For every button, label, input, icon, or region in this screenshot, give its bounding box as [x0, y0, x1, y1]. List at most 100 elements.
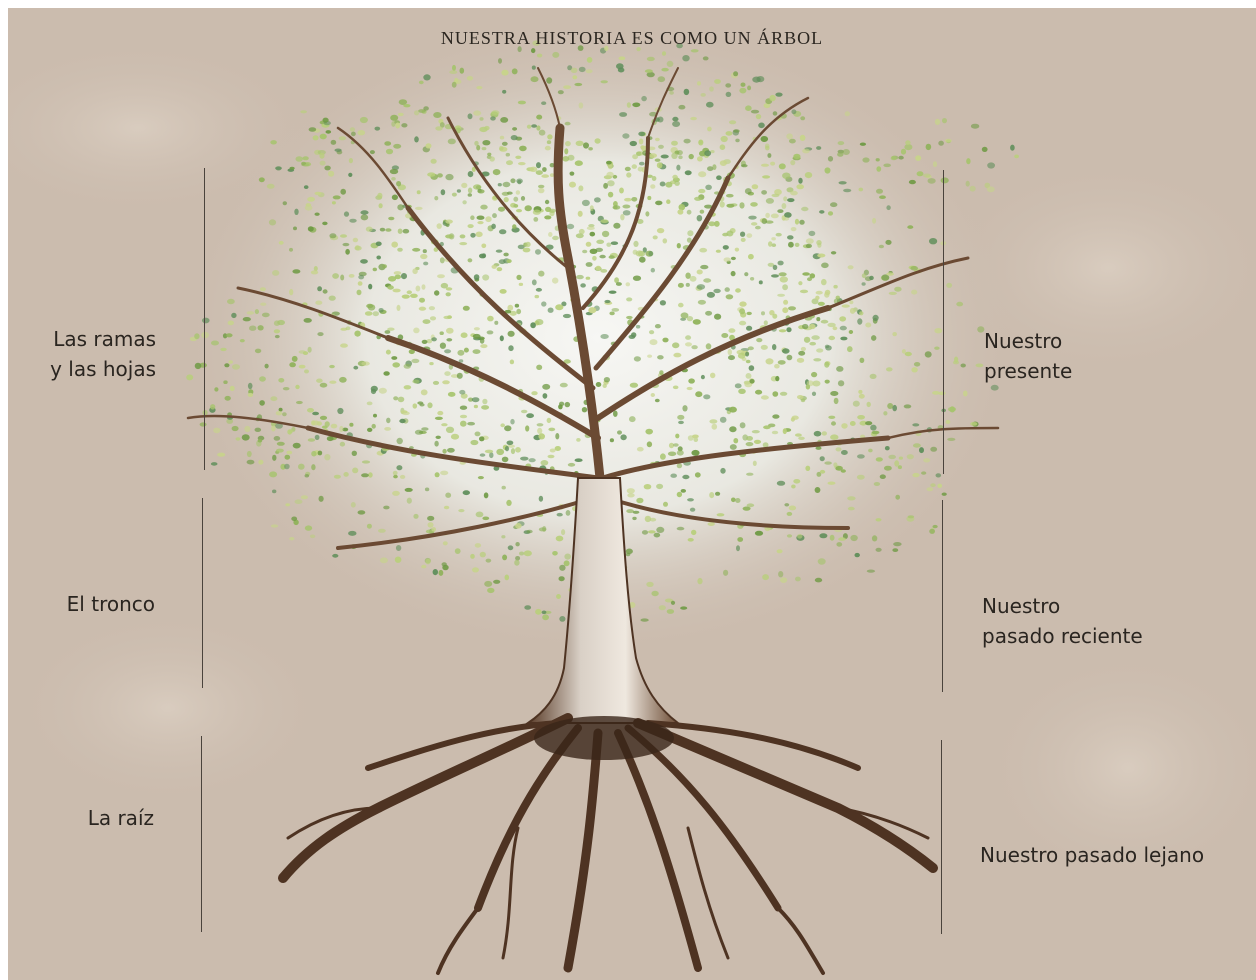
leaf: [470, 215, 474, 220]
leaf: [291, 517, 297, 522]
leaf: [788, 306, 796, 310]
leaf: [816, 146, 821, 150]
leaf: [468, 193, 472, 197]
leaf: [545, 200, 549, 204]
leaf: [726, 231, 733, 237]
leaf: [671, 153, 677, 159]
leaf: [812, 392, 816, 396]
leaf: [590, 205, 594, 211]
leaf: [480, 344, 487, 348]
leaf: [766, 358, 774, 364]
leaf: [423, 249, 427, 253]
leaf: [576, 233, 584, 238]
leaf: [302, 156, 308, 160]
leaf: [474, 405, 478, 409]
leaf: [912, 473, 919, 477]
leaf: [379, 388, 387, 394]
leaf: [395, 557, 402, 563]
leaf: [699, 248, 707, 253]
leaf: [942, 118, 947, 123]
leaf: [797, 358, 804, 363]
leaf: [308, 438, 315, 442]
leaf: [857, 454, 865, 458]
diagram-canvas: NUESTRA HISTORIA ES COMO UN ÁRBOL Las ra…: [8, 8, 1256, 980]
leaf: [340, 343, 348, 347]
leaf: [600, 269, 607, 273]
leaf: [911, 290, 917, 295]
leaf: [274, 329, 280, 333]
leaf: [657, 117, 663, 123]
leaf: [750, 277, 754, 281]
leaf: [436, 436, 441, 439]
leaf: [518, 162, 526, 165]
leaf: [420, 254, 427, 259]
leaf: [611, 241, 618, 245]
leaf: [697, 215, 703, 221]
leaf: [956, 302, 963, 307]
leaf: [636, 152, 641, 157]
leaf: [460, 406, 467, 410]
leaf: [324, 166, 330, 171]
leaf: [340, 275, 344, 281]
leaf: [340, 442, 345, 447]
leaf: [269, 471, 277, 477]
leaf: [547, 418, 552, 423]
leaf: [308, 347, 312, 353]
leaf: [755, 531, 763, 536]
leaf: [515, 156, 521, 159]
leaf: [883, 411, 887, 415]
leaf: [626, 172, 631, 177]
leaf: [685, 335, 691, 340]
leaf: [620, 434, 626, 440]
leaf: [552, 551, 558, 556]
leaf: [650, 518, 657, 522]
leaf: [850, 535, 857, 541]
leaf: [795, 577, 801, 582]
leaf: [542, 611, 547, 615]
leaf: [375, 127, 381, 131]
leaf: [806, 238, 814, 244]
leaf: [433, 381, 439, 385]
leaf: [392, 362, 400, 367]
leaf: [761, 311, 765, 315]
leaf: [609, 312, 614, 316]
leaf: [687, 230, 693, 236]
leaf: [876, 158, 880, 161]
leaf: [448, 392, 456, 397]
leaf: [506, 160, 513, 165]
leaf: [561, 529, 565, 535]
leaf: [737, 537, 743, 542]
leaf: [899, 457, 903, 460]
leaf: [386, 149, 393, 155]
leaf: [705, 185, 712, 190]
leaf: [782, 284, 788, 290]
leaf: [449, 70, 457, 74]
leaf: [492, 265, 497, 269]
leaf: [352, 468, 358, 474]
leaf: [307, 197, 315, 202]
leaf: [756, 338, 762, 342]
leaf: [412, 268, 417, 274]
leaf: [596, 382, 602, 387]
leaf: [689, 154, 694, 159]
leaf: [919, 447, 924, 453]
leaf: [626, 316, 633, 319]
leaf: [927, 487, 934, 491]
leaf: [484, 581, 492, 587]
leaf: [862, 273, 867, 278]
leaf: [272, 270, 279, 276]
leaf: [521, 196, 525, 201]
leaf: [655, 399, 660, 403]
leaf: [496, 449, 504, 455]
leaf: [677, 415, 684, 420]
leaf: [566, 510, 571, 516]
leaf: [678, 303, 684, 308]
leaf: [315, 192, 322, 195]
leaf: [258, 460, 263, 465]
leaf: [830, 535, 835, 541]
leaf: [541, 101, 546, 105]
leaf: [474, 327, 480, 330]
leaf: [739, 321, 746, 326]
leaf: [526, 413, 534, 418]
leaf: [397, 305, 401, 311]
